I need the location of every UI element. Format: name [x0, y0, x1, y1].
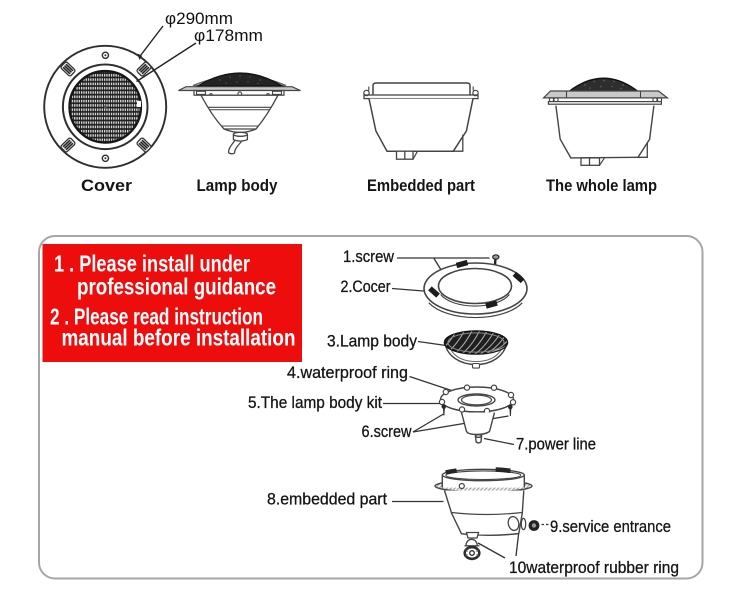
- svg-text:3.Lamp body: 3.Lamp body: [327, 332, 417, 351]
- svg-text:φ290mm: φ290mm: [165, 9, 233, 28]
- svg-text:2 . Please read instruction: 2 . Please read instruction: [50, 304, 263, 330]
- svg-text:professional guidance: professional guidance: [77, 274, 276, 300]
- svg-text:φ178mm: φ178mm: [194, 26, 263, 45]
- svg-text:Cover: Cover: [81, 176, 132, 195]
- svg-text:8.embedded part: 8.embedded part: [267, 490, 387, 509]
- svg-text:6.screw: 6.screw: [362, 422, 413, 441]
- svg-text:Lamp body: Lamp body: [197, 176, 278, 195]
- svg-text:7.power line: 7.power line: [516, 435, 596, 454]
- svg-text:10waterproof rubber ring: 10waterproof rubber ring: [509, 558, 679, 577]
- svg-text:manual before installation: manual before installation: [62, 325, 296, 351]
- svg-text:The whole lamp: The whole lamp: [546, 176, 657, 195]
- svg-text:1.screw: 1.screw: [343, 247, 395, 266]
- svg-text:5.The lamp body kit: 5.The lamp body kit: [248, 393, 382, 412]
- svg-text:9.service entrance: 9.service entrance: [550, 517, 671, 536]
- svg-text:1 . Please install under: 1 . Please install under: [54, 251, 250, 277]
- svg-text:2.Cocer: 2.Cocer: [341, 277, 391, 296]
- svg-text:Embedded part: Embedded part: [367, 176, 475, 195]
- svg-text:4.waterproof ring: 4.waterproof ring: [287, 363, 408, 382]
